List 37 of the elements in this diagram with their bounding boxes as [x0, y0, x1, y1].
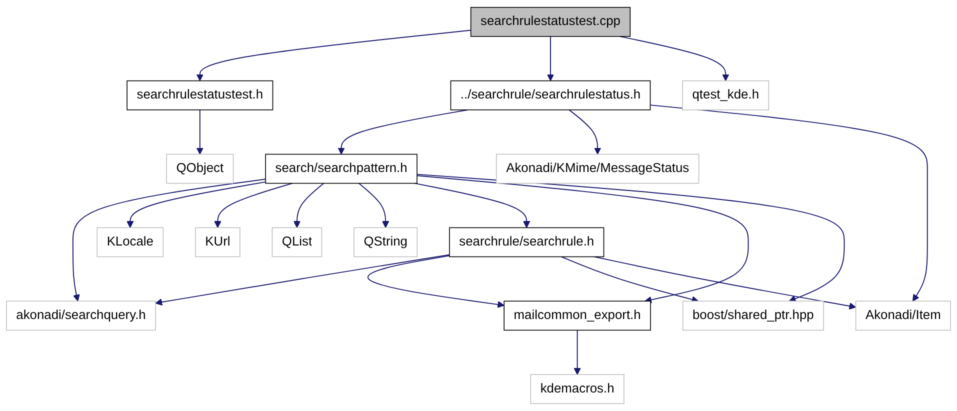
arrow: [196, 109, 204, 155]
arrow: [293, 182, 324, 228]
node-box: search/searchpattern.h: [265, 154, 418, 184]
arrow: [414, 182, 530, 228]
node-box: mailcommon_export.h: [504, 300, 651, 331]
node-box: kdemacros.h: [530, 374, 624, 404]
node-box: QObject: [166, 154, 234, 184]
node-box: Akonadi/KMime/MessageStatus: [496, 154, 700, 184]
node-box: KLocale: [96, 227, 164, 258]
node-box: Akonadi/Item: [855, 300, 951, 331]
arrow: [126, 181, 266, 228]
node-box: qtest_kde.h: [682, 80, 770, 110]
arrow: [650, 104, 928, 302]
arrow: [574, 330, 581, 375]
node-box: ../searchrule/searchrulestatus.h: [450, 80, 651, 110]
node-box: KUrl: [195, 227, 240, 258]
node-box: QList: [272, 227, 322, 258]
arrow: [72, 178, 266, 302]
arrow: [619, 36, 730, 82]
arrow: [546, 36, 554, 82]
node-box: searchrulestatustest.cpp: [470, 6, 631, 37]
node-box: searchrulestatustest.h: [126, 80, 274, 110]
arrow: [358, 182, 390, 228]
node-box: searchrule/searchrule.h: [449, 227, 604, 258]
arrow: [568, 109, 602, 155]
node-box: QString: [354, 227, 418, 258]
arrow: [367, 255, 504, 308]
arrow: [155, 254, 450, 306]
arrow: [416, 174, 845, 302]
arrow: [594, 256, 856, 310]
arrow: [196, 30, 472, 82]
node-box: boost/shared_ptr.hpp: [682, 300, 824, 331]
arrow: [338, 109, 468, 155]
arrow: [214, 182, 293, 228]
arrow: [416, 175, 749, 304]
arrow: [560, 256, 699, 303]
node-box: akonadi/searchquery.h: [6, 300, 156, 331]
